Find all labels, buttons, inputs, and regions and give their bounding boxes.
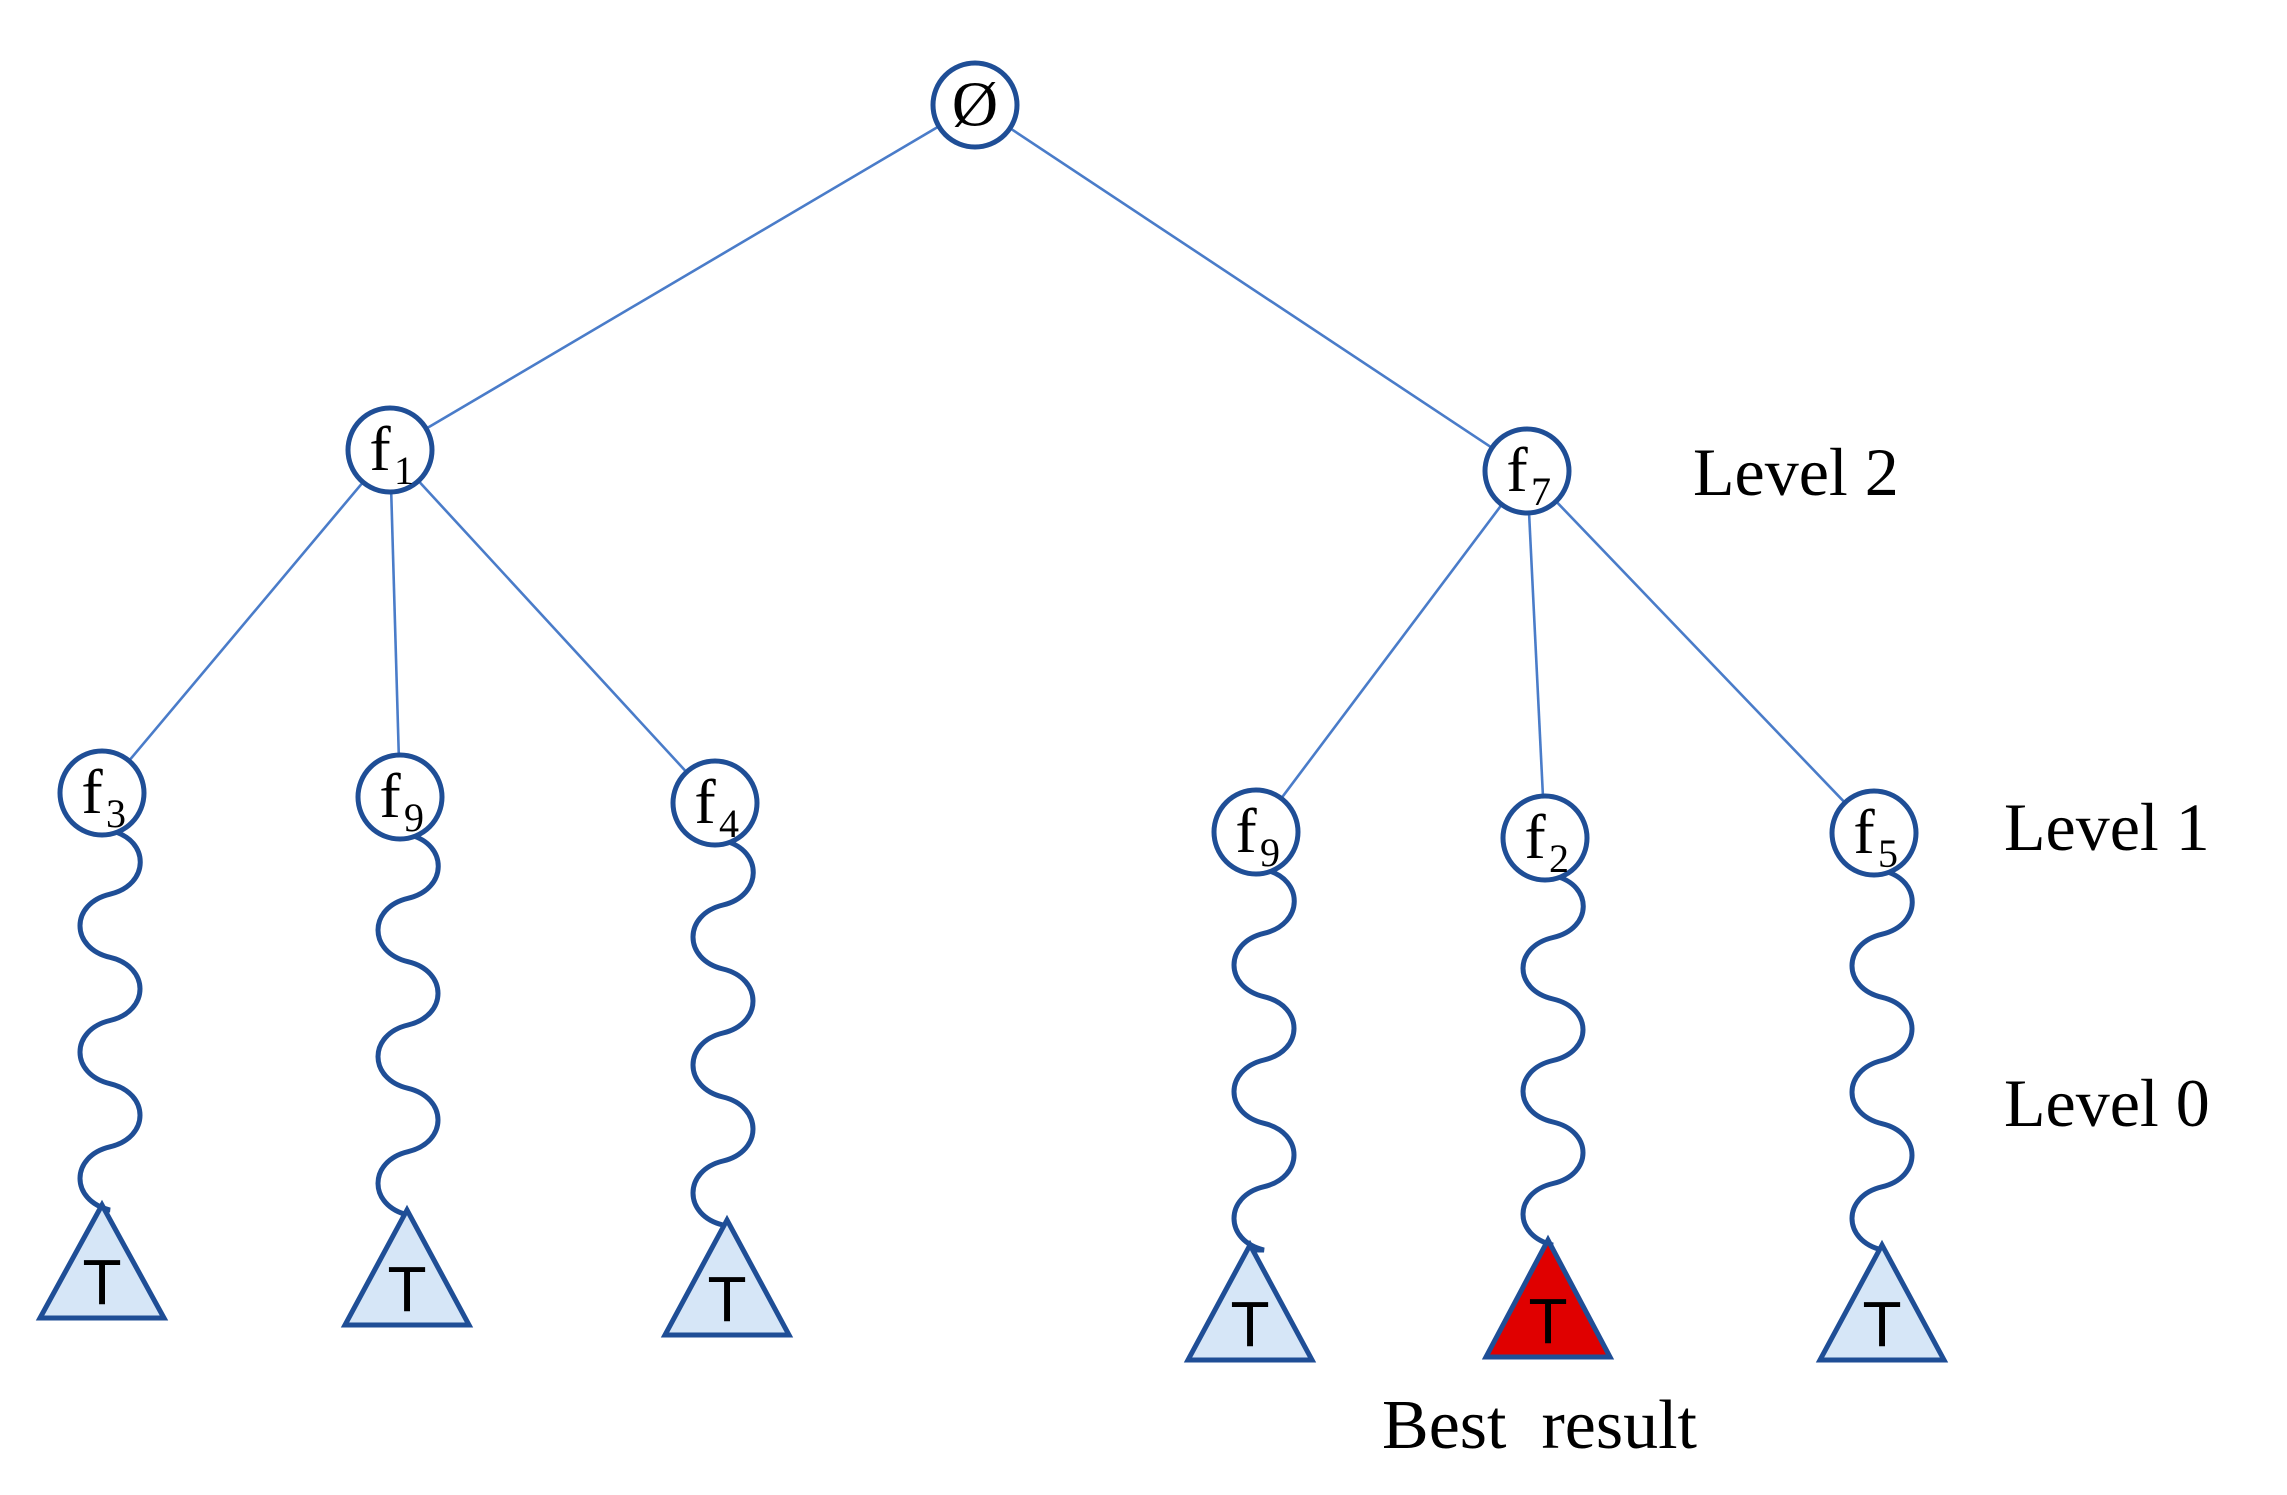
terminal-label-3: T xyxy=(707,1263,746,1335)
level1-node-3-label: f xyxy=(694,766,716,837)
level1-node-1-subscript: 3 xyxy=(106,791,126,836)
root-node-circle xyxy=(930,60,1020,150)
level1-node-6-label: f xyxy=(1853,796,1875,867)
level2-node-1-subscript: 1 xyxy=(394,448,414,493)
level2-node-1-label: f xyxy=(369,413,391,484)
terminal-label-1: T xyxy=(82,1246,121,1318)
level1-node-1-label: f xyxy=(81,756,103,827)
level1-node-1-circle xyxy=(57,748,147,838)
root-node: Ø xyxy=(930,60,1020,150)
terminal-triangle-6 xyxy=(1815,1239,1949,1363)
level1-node-5-subscript: 2 xyxy=(1549,836,1569,881)
rollout-path-3 xyxy=(690,838,756,1228)
rollout-path-5 xyxy=(1520,873,1586,1248)
edge-level2-to-level1-5 xyxy=(1527,512,1545,797)
level1-node-6-subscript: 5 xyxy=(1878,831,1898,876)
edge-level2-to-level1-4 xyxy=(1280,503,1503,800)
tree-edges xyxy=(128,125,1846,804)
level1-node-5-circle xyxy=(1500,793,1590,883)
level-1-label: Level 1 xyxy=(2004,789,2210,865)
rollout-path-6 xyxy=(1849,868,1915,1253)
edge-level2-to-level1-1 xyxy=(128,481,364,762)
level1-node-4-subscript: 9 xyxy=(1260,830,1280,875)
level2-node-2-circle xyxy=(1482,426,1572,516)
terminal-triangle-1 xyxy=(35,1199,169,1321)
level1-node-3-subscript: 4 xyxy=(719,801,739,846)
root-node-label: Ø xyxy=(952,68,998,139)
terminal-label-6: T xyxy=(1862,1288,1901,1360)
edge-level2-to-level1-3 xyxy=(417,480,688,773)
rollout-path-2 xyxy=(375,832,441,1218)
level1-node-2-subscript: 9 xyxy=(404,795,424,840)
rollout-path-4 xyxy=(1231,867,1297,1253)
level1-node-4-circle xyxy=(1211,787,1301,877)
level-0-label: Level 0 xyxy=(2004,1065,2210,1141)
best-result-caption: Best result xyxy=(1382,1387,1698,1464)
level2-node-2-subscript: 7 xyxy=(1531,469,1551,514)
edge-root-to-level2-1 xyxy=(425,125,940,430)
terminal-label-2: T xyxy=(387,1253,426,1325)
level1-node-3-circle xyxy=(670,758,760,848)
terminal-triangle-2 xyxy=(340,1204,474,1328)
rollout-paths xyxy=(77,828,1915,1253)
edge-level2-to-level1-6 xyxy=(1555,500,1846,804)
terminal-label-5: T xyxy=(1528,1285,1567,1357)
edge-level2-to-level1-2 xyxy=(389,491,401,756)
level2-node-2-label: f xyxy=(1506,434,1528,505)
terminal-label-4: T xyxy=(1230,1288,1269,1360)
level1-node-2-circle xyxy=(355,752,445,842)
level1-node-5-label: f xyxy=(1524,801,1546,872)
edge-root-to-level2-2 xyxy=(1009,127,1493,449)
level-2-label: Level 2 xyxy=(1693,434,1899,510)
level1-node-2-label: f xyxy=(379,760,401,831)
level2-node-1-circle xyxy=(345,405,435,495)
terminal-triangle-4 xyxy=(1183,1239,1317,1363)
level1-node-6-circle xyxy=(1829,788,1919,878)
terminal-triangle-3 xyxy=(660,1214,794,1338)
best-result-terminal xyxy=(1481,1234,1615,1360)
rollout-path-1 xyxy=(77,828,143,1213)
level1-node-4-label: f xyxy=(1235,795,1257,866)
